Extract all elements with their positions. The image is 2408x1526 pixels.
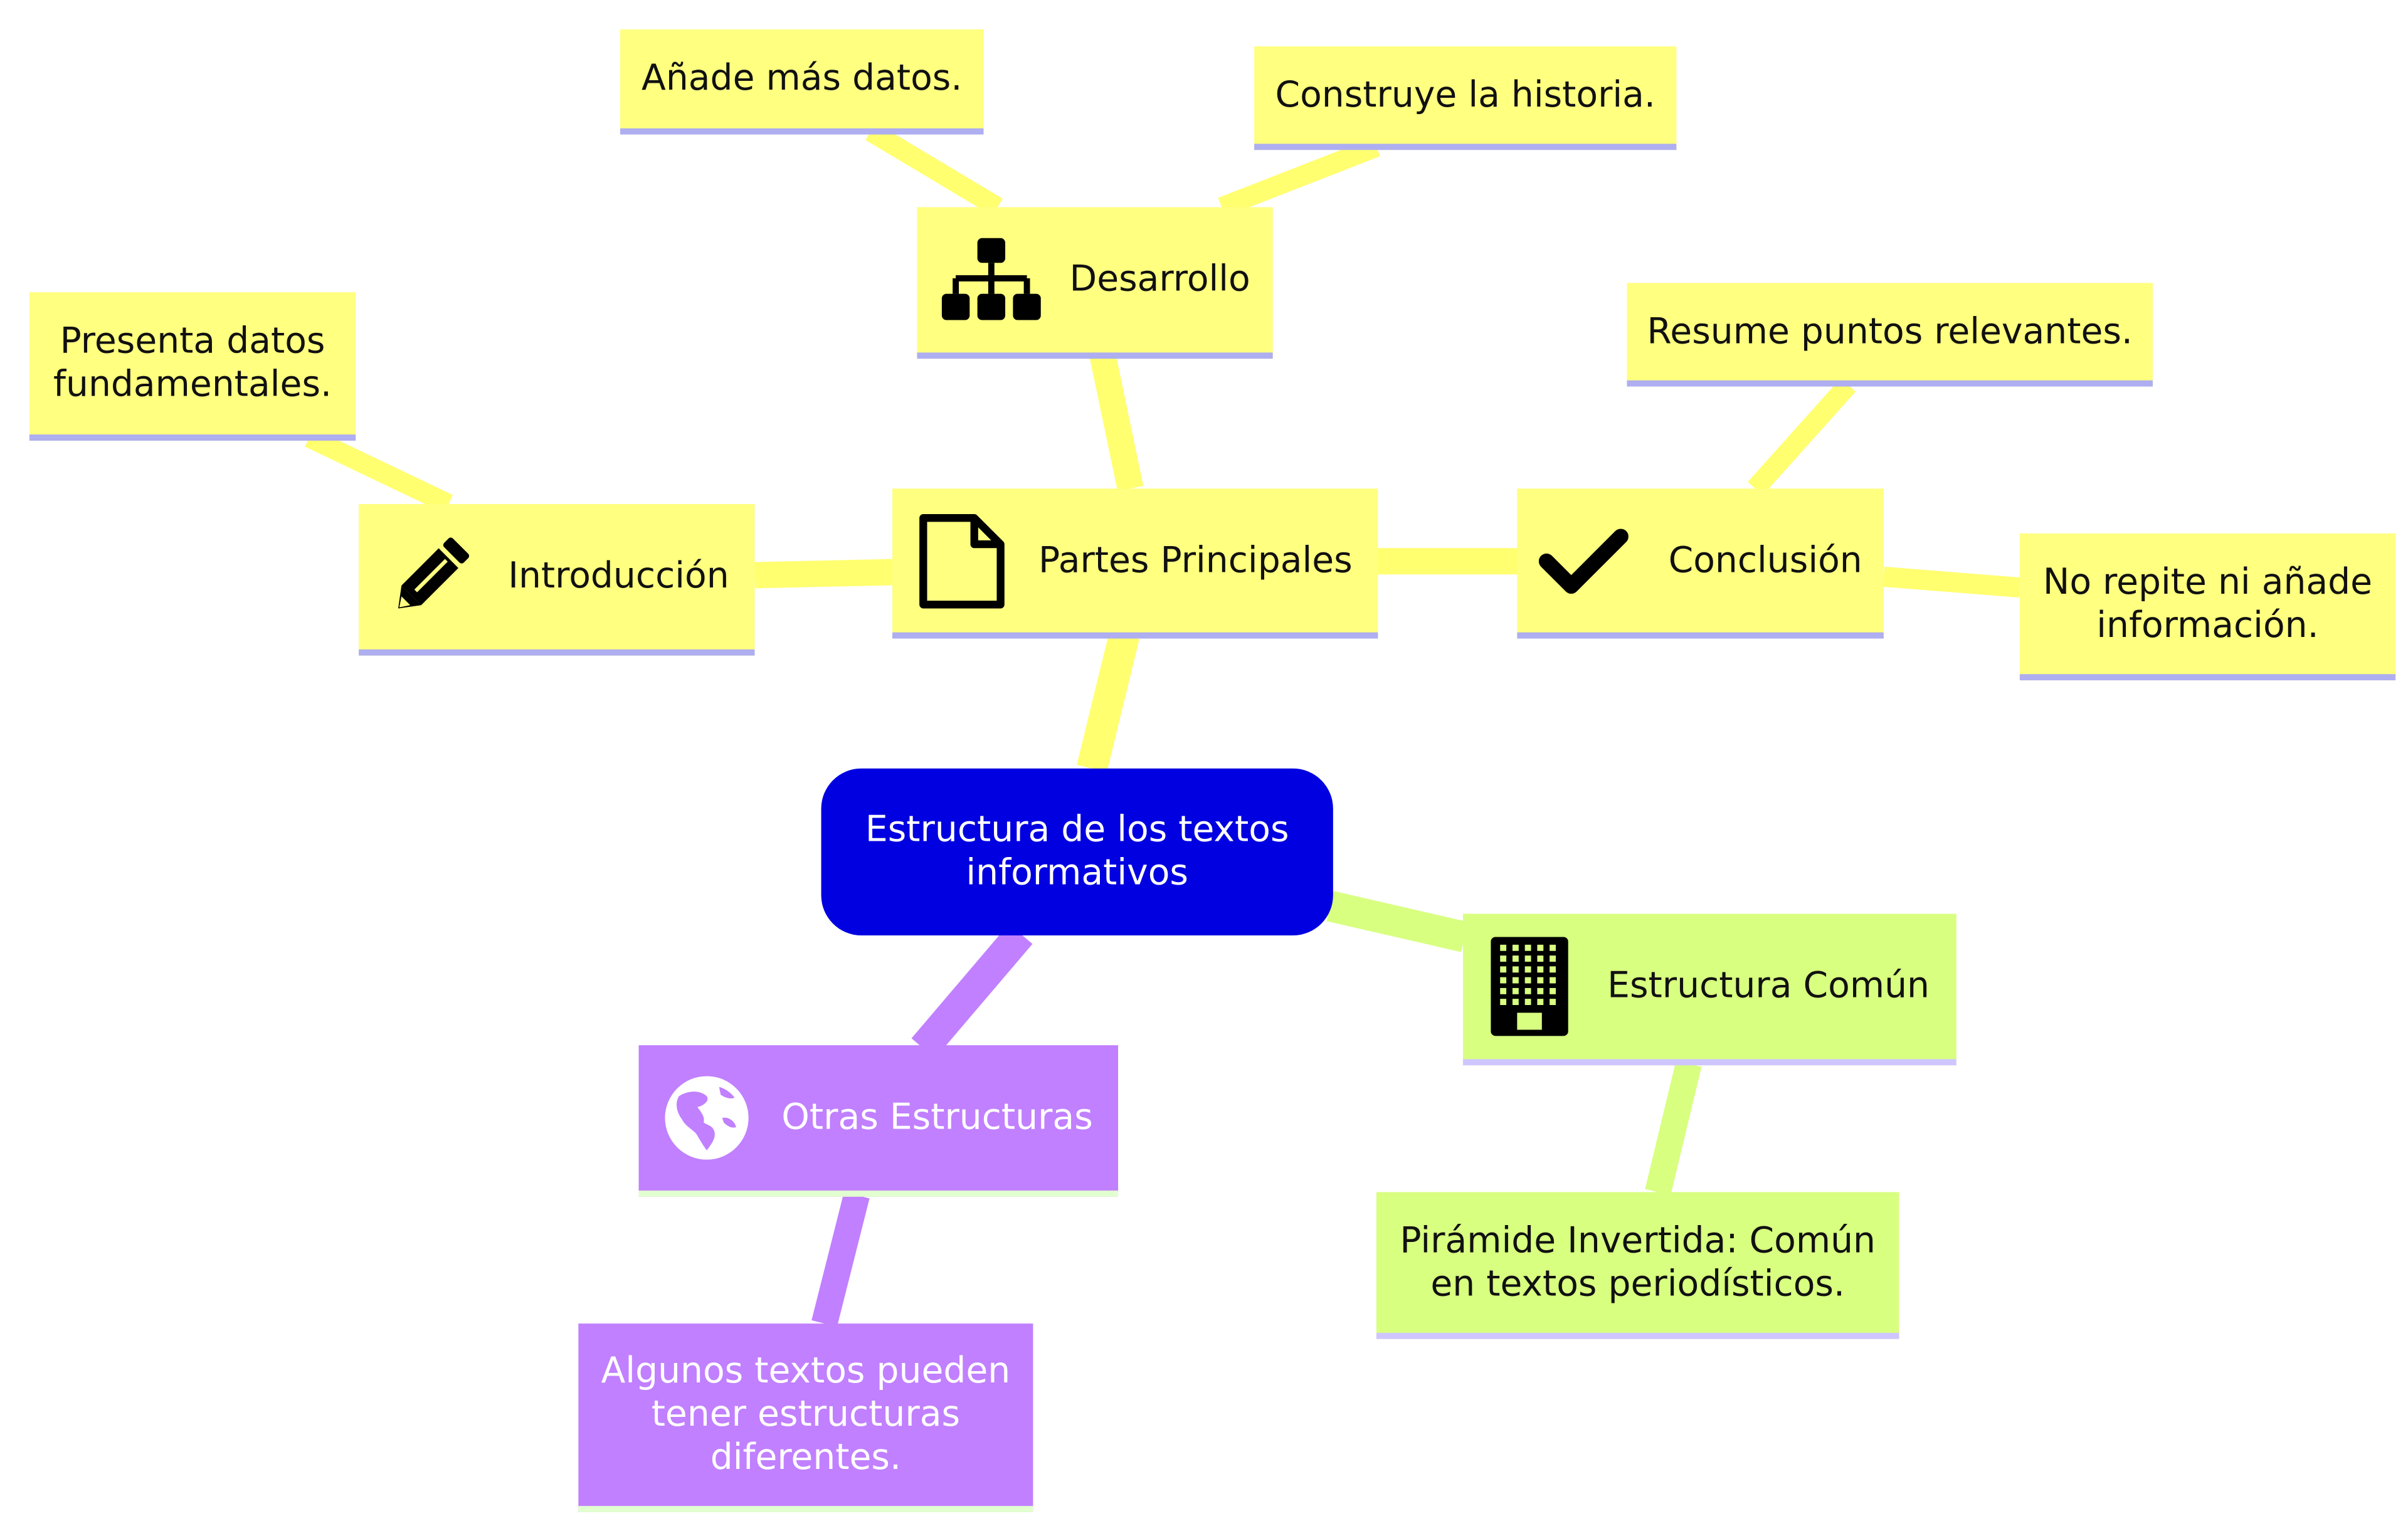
link-desarrollo-detail-1: [865, 122, 1003, 216]
link-root-partes: [1077, 631, 1139, 772]
conclusion-detail-node-1[interactable]: Resume puntos relevantes.: [1627, 283, 2153, 387]
building-icon: [1490, 935, 1570, 1038]
introduccion-node[interactable]: Introducción: [359, 503, 755, 656]
link-partes-desarrollo: [1089, 352, 1144, 492]
link-root-otras: [911, 923, 1033, 1059]
link-estructura-comun-detail: [1645, 1060, 1702, 1196]
root-label: Estructura de los textos informativos: [865, 810, 1289, 894]
desarrollo-detail-label-2: Construye la historia.: [1275, 75, 1656, 115]
desarrollo-detail-node-1[interactable]: Añade más datos.: [620, 29, 984, 135]
conclusion-detail-node-2[interactable]: No repite ni añade información.: [2019, 533, 2396, 681]
desarrollo-node[interactable]: Desarrollo: [917, 207, 1273, 359]
link-partes-introduccion: [754, 559, 894, 589]
estructura-comun-label: Estructura Común: [1607, 966, 1930, 1007]
estructura-comun-node[interactable]: Estructura Común: [1463, 913, 1956, 1066]
estructura-comun-detail-label: Pirámide Invertida: Común en textos peri…: [1400, 1221, 1876, 1305]
desarrollo-detail-label-1: Añade más datos.: [642, 58, 963, 99]
link-otras-detail: [811, 1192, 870, 1327]
link-conclusion-detail-2: [1883, 566, 2021, 598]
introduccion-detail-node[interactable]: Presenta datos fundamentales.: [29, 292, 356, 441]
conclusion-label: Conclusión: [1668, 540, 1862, 581]
introduccion-label: Introducción: [508, 556, 729, 597]
link-root-estructura-comun: [1326, 891, 1469, 952]
otras-estructuras-detail-node[interactable]: Algunos textos pueden tener estructuras …: [578, 1323, 1033, 1512]
estructura-comun-detail-node[interactable]: Pirámide Invertida: Común en textos peri…: [1376, 1192, 1899, 1339]
conclusion-node[interactable]: Conclusión: [1517, 488, 1884, 639]
otras-estructuras-detail-label: Algunos textos pueden tener estructuras …: [601, 1351, 1011, 1478]
globe-icon: [664, 1075, 751, 1161]
otras-estructuras-label: Otras Estructuras: [781, 1098, 1093, 1139]
desarrollo-label: Desarrollo: [1069, 260, 1250, 300]
link-conclusion-detail-1: [1748, 378, 1856, 496]
sitemap-icon: [939, 236, 1042, 323]
otras-estructuras-node[interactable]: Otras Estructuras: [638, 1045, 1119, 1197]
link-desarrollo-detail-2: [1218, 137, 1380, 217]
pencil-icon: [384, 534, 474, 620]
conclusion-detail-label-1: Resume puntos relevantes.: [1647, 311, 2133, 352]
root-node[interactable]: Estructura de los textos informativos: [821, 768, 1333, 936]
partes-principales-label: Partes Principales: [1038, 540, 1353, 581]
desarrollo-detail-node-2[interactable]: Construye la historia.: [1254, 46, 1677, 150]
introduccion-detail-label: Presenta datos fundamentales.: [53, 321, 332, 406]
file-icon: [918, 513, 1005, 609]
link-introduccion-detail: [305, 428, 453, 513]
conclusion-detail-label-2: No repite ni añade información.: [2042, 562, 2373, 646]
check-icon: [1538, 527, 1629, 595]
partes-principales-node[interactable]: Partes Principales: [892, 488, 1378, 639]
